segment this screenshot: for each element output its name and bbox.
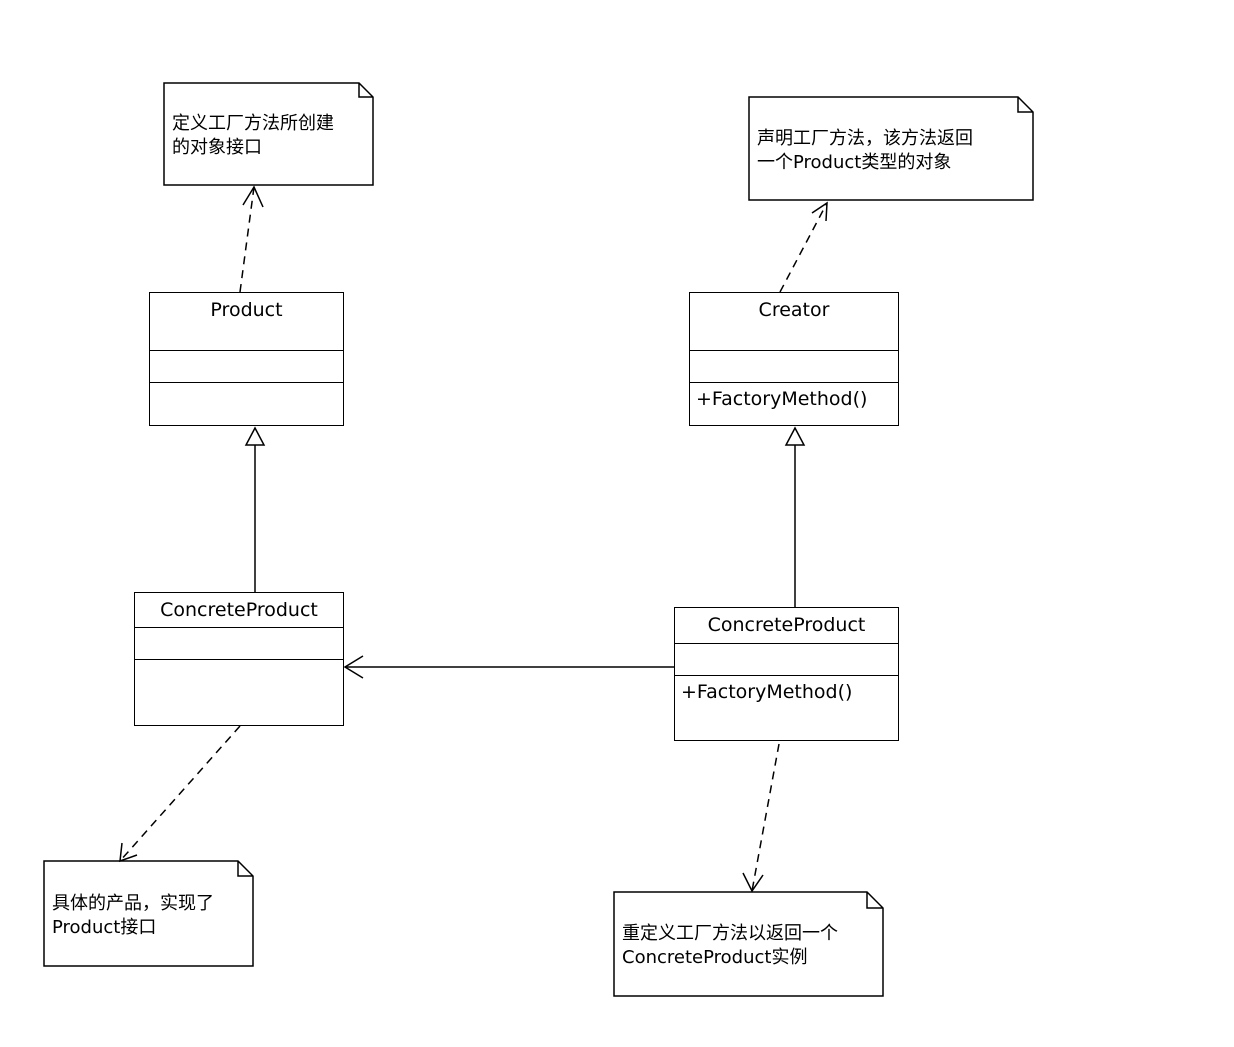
class-product[interactable]: Product	[149, 292, 344, 426]
note-link-concrete-product	[119, 725, 241, 863]
class-concrete-creator-attributes	[675, 644, 898, 676]
class-concrete-creator-name: ConcreteProduct	[675, 608, 898, 644]
note-creator-text: 声明工厂方法，该方法返回 一个Product类型的对象	[757, 128, 973, 173]
generalization-product	[244, 426, 266, 592]
note-shape-concrete-creator	[613, 891, 884, 997]
class-creator[interactable]: Creator +FactoryMethod()	[689, 292, 899, 426]
association-creates	[343, 655, 674, 679]
note-product-text: 定义工厂方法所创建 的对象接口	[172, 113, 334, 158]
note-link-product	[239, 185, 264, 293]
note-link-concrete-creator	[742, 743, 780, 893]
class-product-name: Product	[150, 293, 343, 351]
class-product-operations	[150, 383, 343, 388]
class-concrete-product-name: ConcreteProduct	[135, 593, 343, 628]
class-product-attributes	[150, 351, 343, 383]
note-creator[interactable]: 声明工厂方法，该方法返回 一个Product类型的对象	[751, 103, 1031, 199]
note-product[interactable]: 定义工厂方法所创建 的对象接口	[166, 88, 371, 184]
note-link-creator	[779, 201, 828, 293]
class-creator-attributes	[690, 351, 898, 383]
note-shape-creator	[748, 96, 1034, 201]
class-creator-operations: +FactoryMethod()	[696, 388, 868, 410]
generalization-creator	[784, 426, 806, 607]
class-concrete-product-attributes	[135, 628, 343, 660]
class-concrete-product[interactable]: ConcreteProduct	[134, 592, 344, 726]
note-concrete-creator-text: 重定义工厂方法以返回一个 ConcreteProduct实例	[622, 923, 838, 968]
note-concrete-product[interactable]: 具体的产品，实现了 Product接口	[46, 868, 251, 964]
note-concrete-creator[interactable]: 重定义工厂方法以返回一个 ConcreteProduct实例	[616, 898, 881, 994]
class-concrete-creator[interactable]: ConcreteProduct +FactoryMethod()	[674, 607, 899, 741]
note-shape-product	[163, 82, 374, 186]
class-creator-name: Creator	[690, 293, 898, 351]
note-concrete-product-text: 具体的产品，实现了 Product接口	[52, 893, 214, 938]
class-concrete-creator-operations: +FactoryMethod()	[681, 681, 853, 703]
note-shape-concrete-product	[43, 860, 254, 967]
class-concrete-product-operations	[135, 660, 343, 665]
